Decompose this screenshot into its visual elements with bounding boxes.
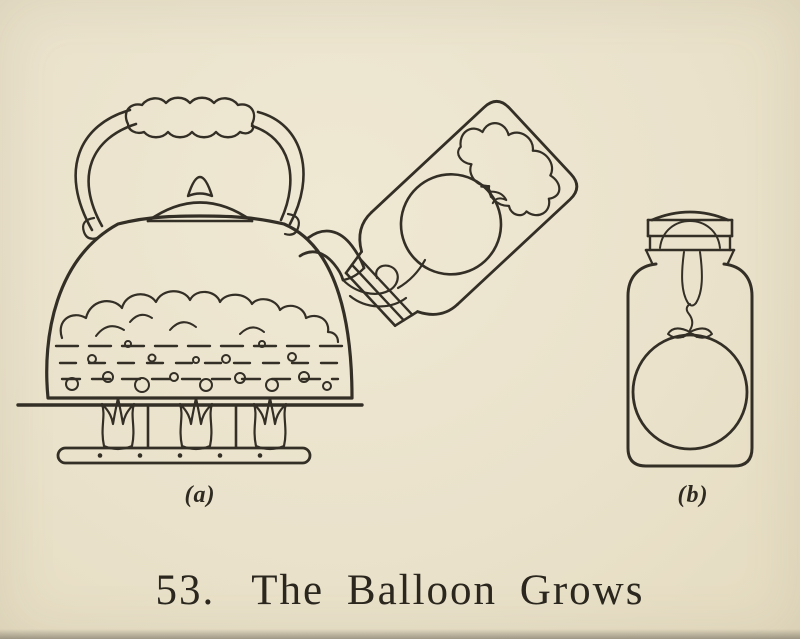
scan-bottom-edge [0,629,800,639]
sealed-jar-illustration [626,210,754,468]
tilted-jar-illustration [344,100,579,327]
caption-number: 53. [155,567,216,614]
figure-caption: 53. The Balloon Grows [0,566,800,615]
figure-label-b: (b) [677,482,709,508]
flames [100,396,288,451]
caption-title: The Balloon Grows [251,567,645,614]
figure-label-a: (a) [184,482,216,508]
kettle-illustration [16,96,427,465]
figure-illustration [16,96,754,468]
